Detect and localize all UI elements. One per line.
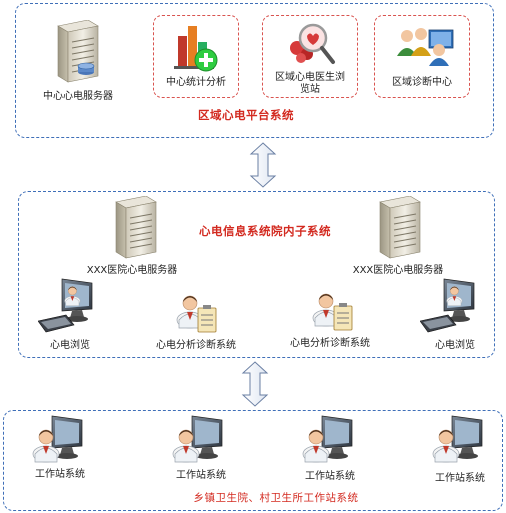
workstation-1 (30, 414, 86, 464)
statistics-chart-icon (174, 26, 218, 72)
township-tier (3, 410, 503, 511)
regional-platform-tier (15, 3, 494, 138)
module-diagnosis-center-label: 区域诊断中心 (392, 77, 452, 88)
hospital-server-left (108, 196, 164, 262)
client-ecg-diagnosis-2 (312, 288, 360, 334)
hospital-server-right (372, 196, 428, 262)
client-ecg-browse-right-label: 心电浏览 (435, 340, 475, 351)
workstation-icon (302, 415, 353, 463)
server-icon (115, 196, 157, 259)
workstation-icon (32, 415, 83, 463)
module-diagnosis-center[interactable]: 区域诊断中心 (374, 15, 470, 98)
double-arrow-icon (250, 142, 276, 188)
people-group-icon (397, 28, 454, 66)
workstation-1-label: 工作站系统 (35, 469, 85, 480)
central-server-label: 中心心电服务器 (43, 91, 113, 102)
doctor-clipboard-icon (176, 295, 217, 333)
doctor-clipboard-icon (312, 293, 353, 331)
hospital-server-left-label: XXX医院心电服务器 (86, 265, 178, 276)
client-ecg-diagnosis-1 (176, 290, 224, 336)
hospital-server-right-label: XXX医院心电服务器 (352, 265, 444, 276)
monitor-doctor-icon (420, 278, 475, 333)
monitor-doctor-icon (38, 278, 93, 333)
hospital-subsystem-title: 心电信息系统院内子系统 (199, 224, 331, 238)
double-arrow-icon (242, 361, 268, 407)
client-ecg-diagnosis-2-label: 心电分析诊断系统 (290, 338, 370, 349)
workstation-2-label: 工作站系统 (176, 470, 226, 481)
client-ecg-diagnosis-1-label: 心电分析诊断系统 (156, 340, 236, 351)
workstation-3-label: 工作站系统 (305, 471, 355, 482)
workstation-3 (300, 414, 356, 464)
module-doctor-browse[interactable]: 区域心电医生浏览站 (262, 15, 358, 98)
township-title: 乡镇卫生院、村卫生所工作站系统 (193, 492, 359, 504)
workstation-2 (170, 414, 226, 464)
server-icon (57, 20, 99, 83)
module-statistics[interactable]: 中心统计分析 (153, 15, 239, 98)
module-doctor-browse-label: 区域心电医生浏览站 (275, 72, 345, 95)
workstation-icon (172, 415, 223, 463)
central-server (50, 20, 106, 88)
client-ecg-browse-right (420, 277, 482, 337)
workstation-icon (432, 415, 483, 463)
client-ecg-browse-left-label: 心电浏览 (50, 340, 90, 351)
regional-platform-title: 区域心电平台系统 (198, 108, 294, 122)
module-statistics-label: 中心统计分析 (166, 77, 226, 88)
client-ecg-browse-left (38, 277, 100, 337)
heart-magnifier-icon (290, 23, 335, 64)
workstation-4 (430, 414, 486, 464)
workstation-4-label: 工作站系统 (435, 473, 485, 484)
server-icon (379, 196, 421, 259)
hospital-subsystem-tier (18, 191, 495, 358)
